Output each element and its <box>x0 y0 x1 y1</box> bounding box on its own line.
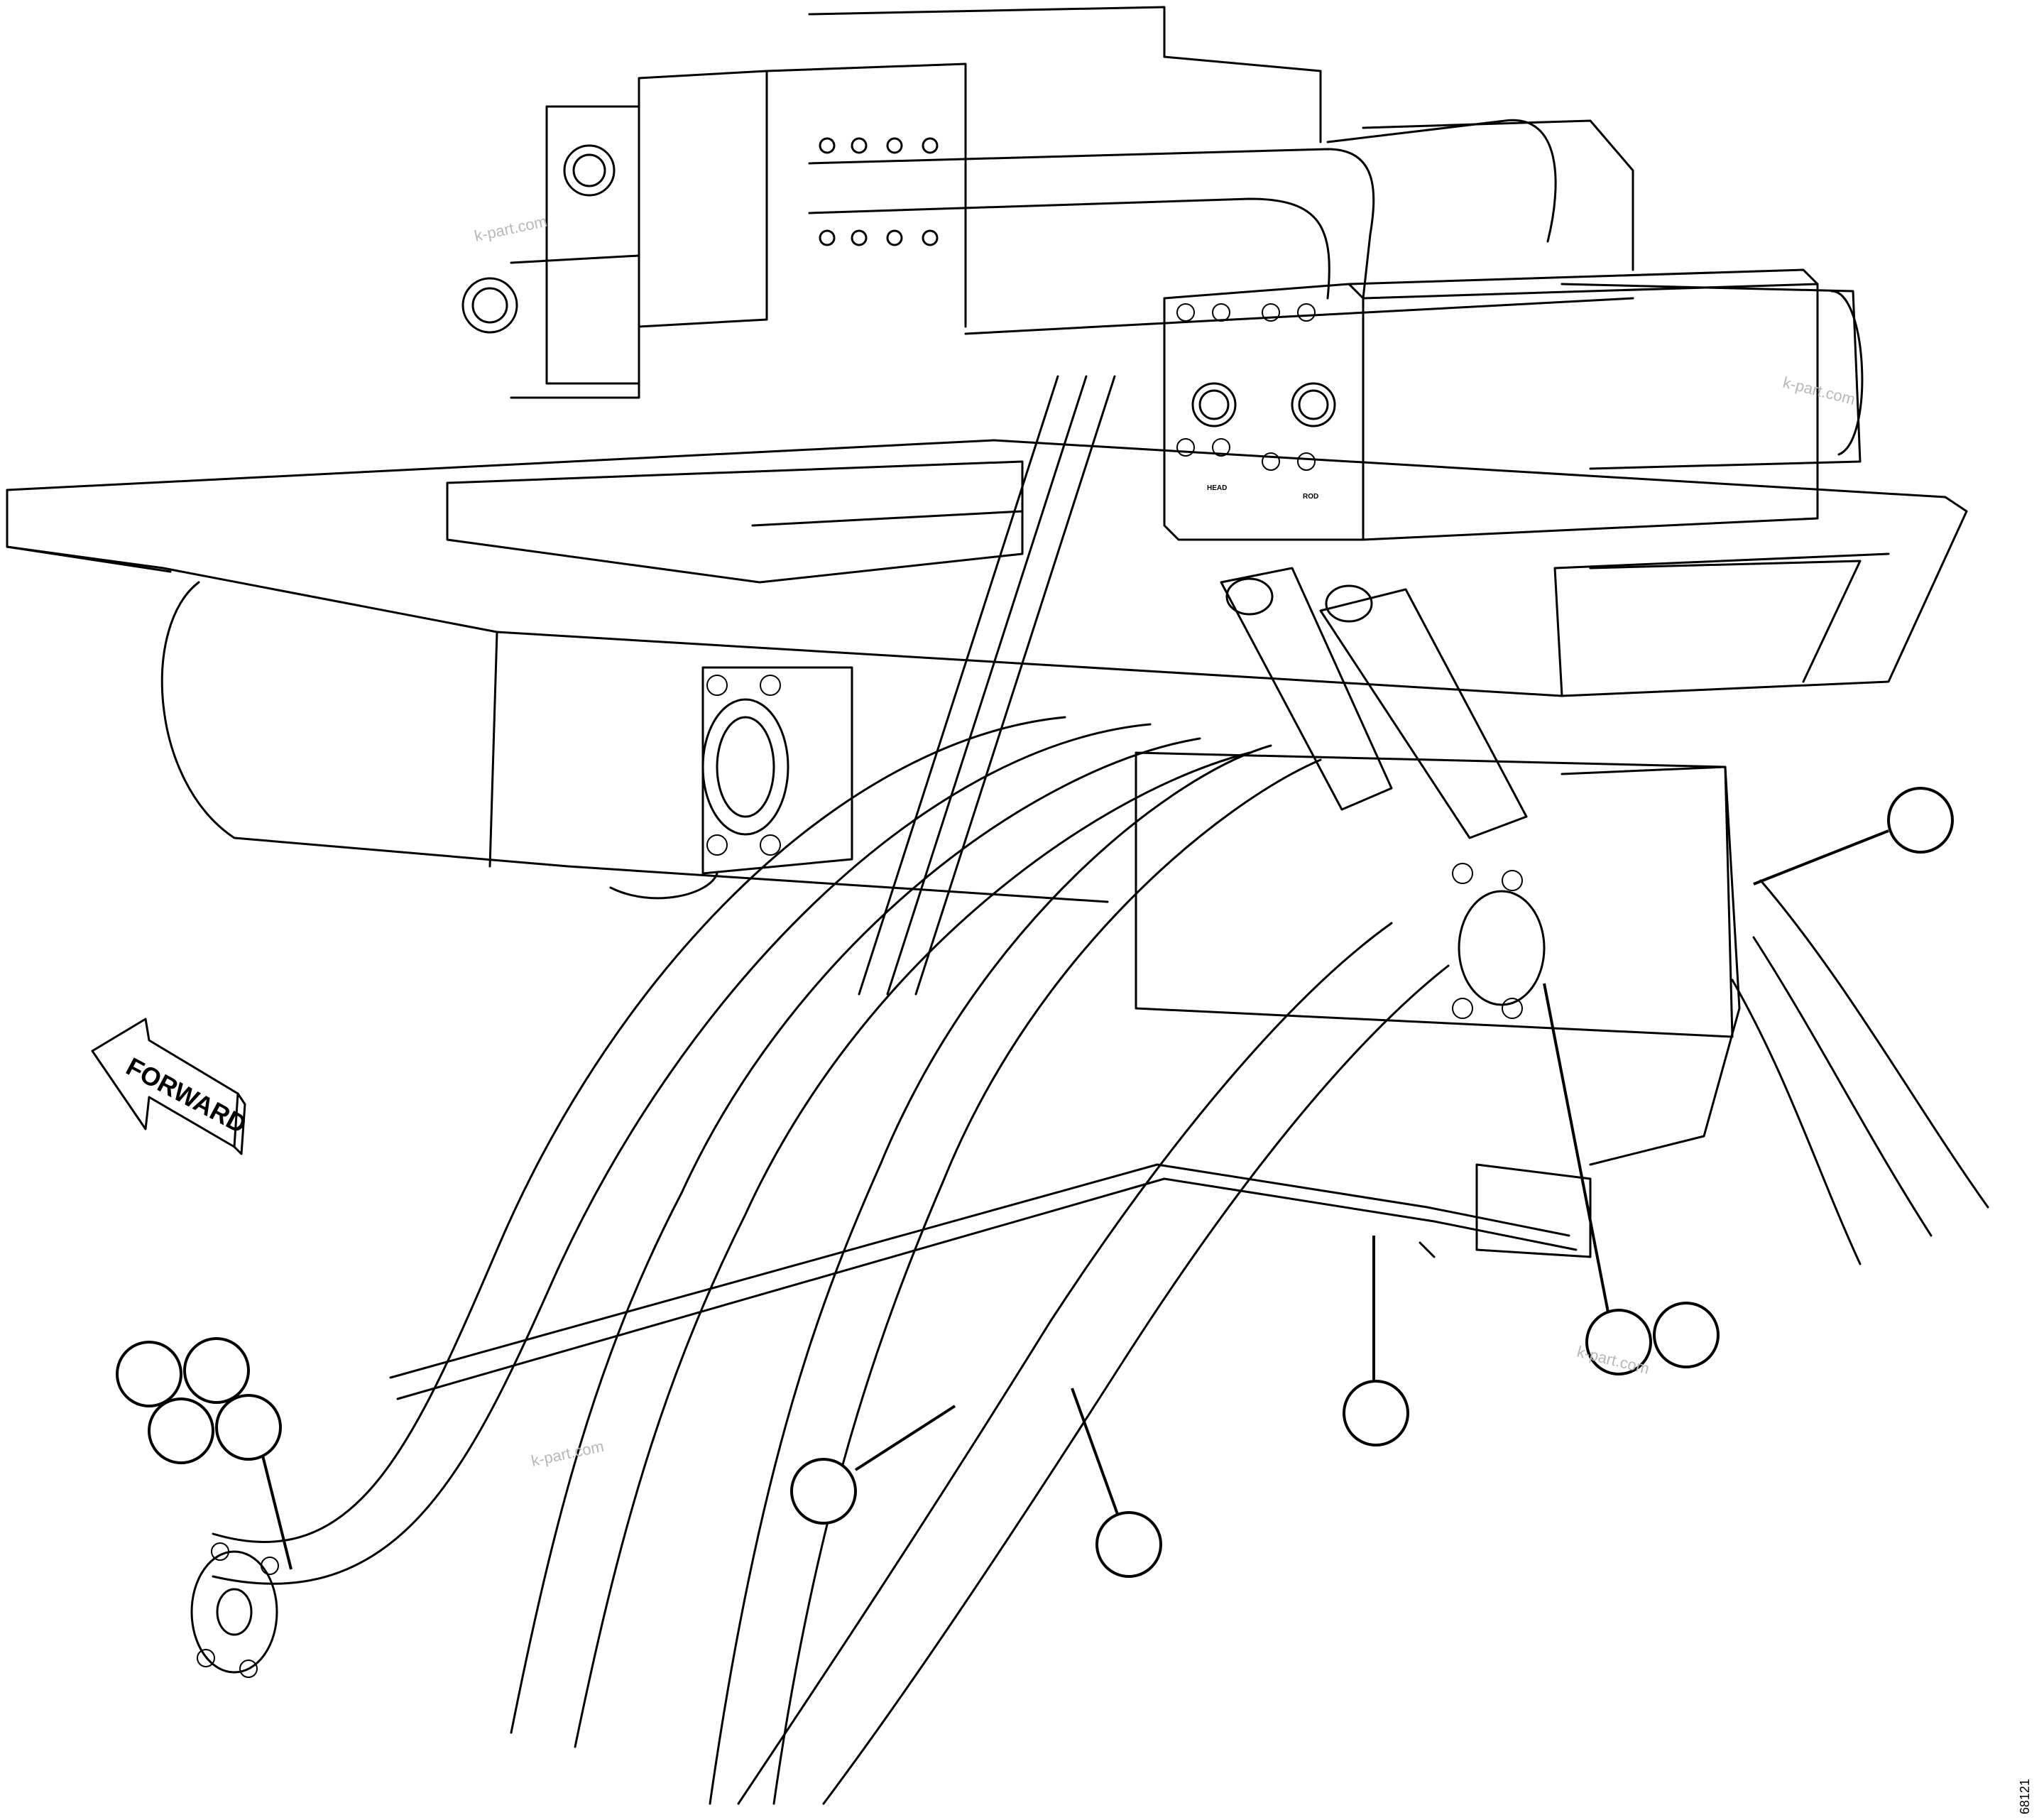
hydraulic-manifold: HEAD ROD <box>1163 268 1819 541</box>
quick-couplers <box>1220 567 1528 839</box>
callout-bubble <box>1585 1309 1652 1375</box>
port-label-rod: ROD <box>1303 493 1318 501</box>
callout-bubble <box>1653 1302 1720 1368</box>
callout-bubble <box>1343 1380 1409 1446</box>
hose-end-flange <box>190 1542 279 1678</box>
machine-body <box>6 6 1968 903</box>
watermark: k-part.com <box>1781 374 1857 408</box>
callout-bubble <box>215 1394 282 1461</box>
callout-bubble <box>183 1337 250 1404</box>
forward-direction-arrow: FORWARD <box>91 1018 251 1155</box>
callout-bubble <box>1095 1511 1162 1578</box>
forward-label: FORWARD <box>121 1052 251 1139</box>
callout-bubble <box>1887 787 1954 854</box>
callout-bubble <box>790 1458 857 1525</box>
rear-flanges <box>461 137 939 334</box>
lower-valve-block <box>1135 751 1741 1258</box>
callout-bubble <box>116 1341 182 1407</box>
watermark: k-part.com <box>530 1437 606 1470</box>
front-flange <box>701 666 853 875</box>
hoses <box>212 375 1989 1805</box>
callout-bubble <box>148 1397 214 1464</box>
watermark: k-part.com <box>473 212 549 245</box>
port-label-head: HEAD <box>1207 484 1227 492</box>
figure-number: 68121 <box>2018 1779 2032 1814</box>
upper-pipe-loop <box>808 119 1557 300</box>
callouts <box>116 787 1954 1578</box>
